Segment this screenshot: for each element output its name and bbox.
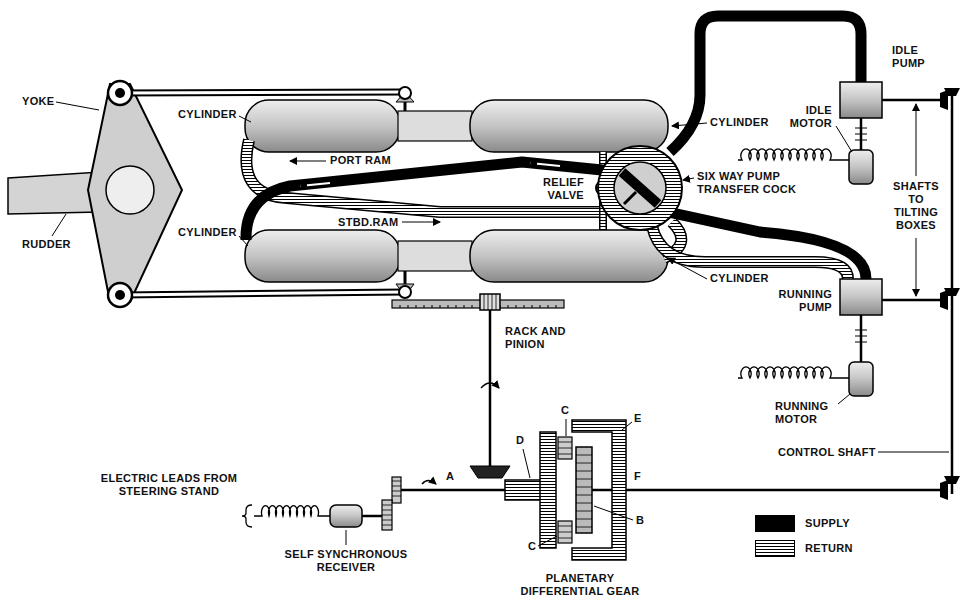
part-label: RACK AND PINION	[505, 325, 577, 351]
gear-letter: D	[516, 434, 524, 447]
part-label: SIX WAY PUMP TRANSFER COCK	[697, 170, 809, 196]
part-label: SELF SYNCHRONOUS RECEIVER	[282, 548, 410, 574]
part-label: RUNNING MOTOR	[775, 400, 841, 426]
part-label: RUNNING PUMP	[768, 288, 832, 314]
part-label: PLANETARY DIFFERENTIAL GEAR	[512, 572, 648, 598]
part-label: CYLINDER	[178, 226, 237, 239]
part-label: IDLE PUMP	[892, 44, 942, 70]
legend-text: RETURN	[805, 542, 853, 555]
gear-letter: F	[634, 470, 641, 483]
gear-letter: C	[528, 540, 536, 553]
gear-letter: E	[634, 412, 642, 425]
part-label: YOKE	[22, 95, 54, 108]
part-label: CYLINDER	[710, 272, 769, 285]
part-label: STBD.RAM	[338, 216, 398, 229]
part-label: SHAFTS TO TILTING BOXES	[890, 180, 942, 232]
part-label: CYLINDER	[178, 108, 237, 121]
gear-letter: C	[561, 404, 569, 417]
part-label: RUDDER	[22, 238, 71, 251]
part-label: RELIEF VALVE	[522, 176, 584, 202]
part-label: IDLE MOTOR	[778, 104, 832, 130]
legend-text: SUPPLY	[805, 517, 850, 530]
legend-hatch-swatch	[755, 540, 795, 557]
part-label: CONTROL SHAFT	[778, 446, 876, 459]
part-label: CYLINDER	[710, 116, 769, 129]
gear-letter: A	[446, 470, 454, 483]
part-label: ELECTRIC LEADS FROM STEERING STAND	[95, 472, 243, 498]
gear-letter: B	[636, 514, 644, 527]
legend-swatch	[755, 515, 795, 532]
part-label: PORT RAM	[330, 154, 391, 167]
